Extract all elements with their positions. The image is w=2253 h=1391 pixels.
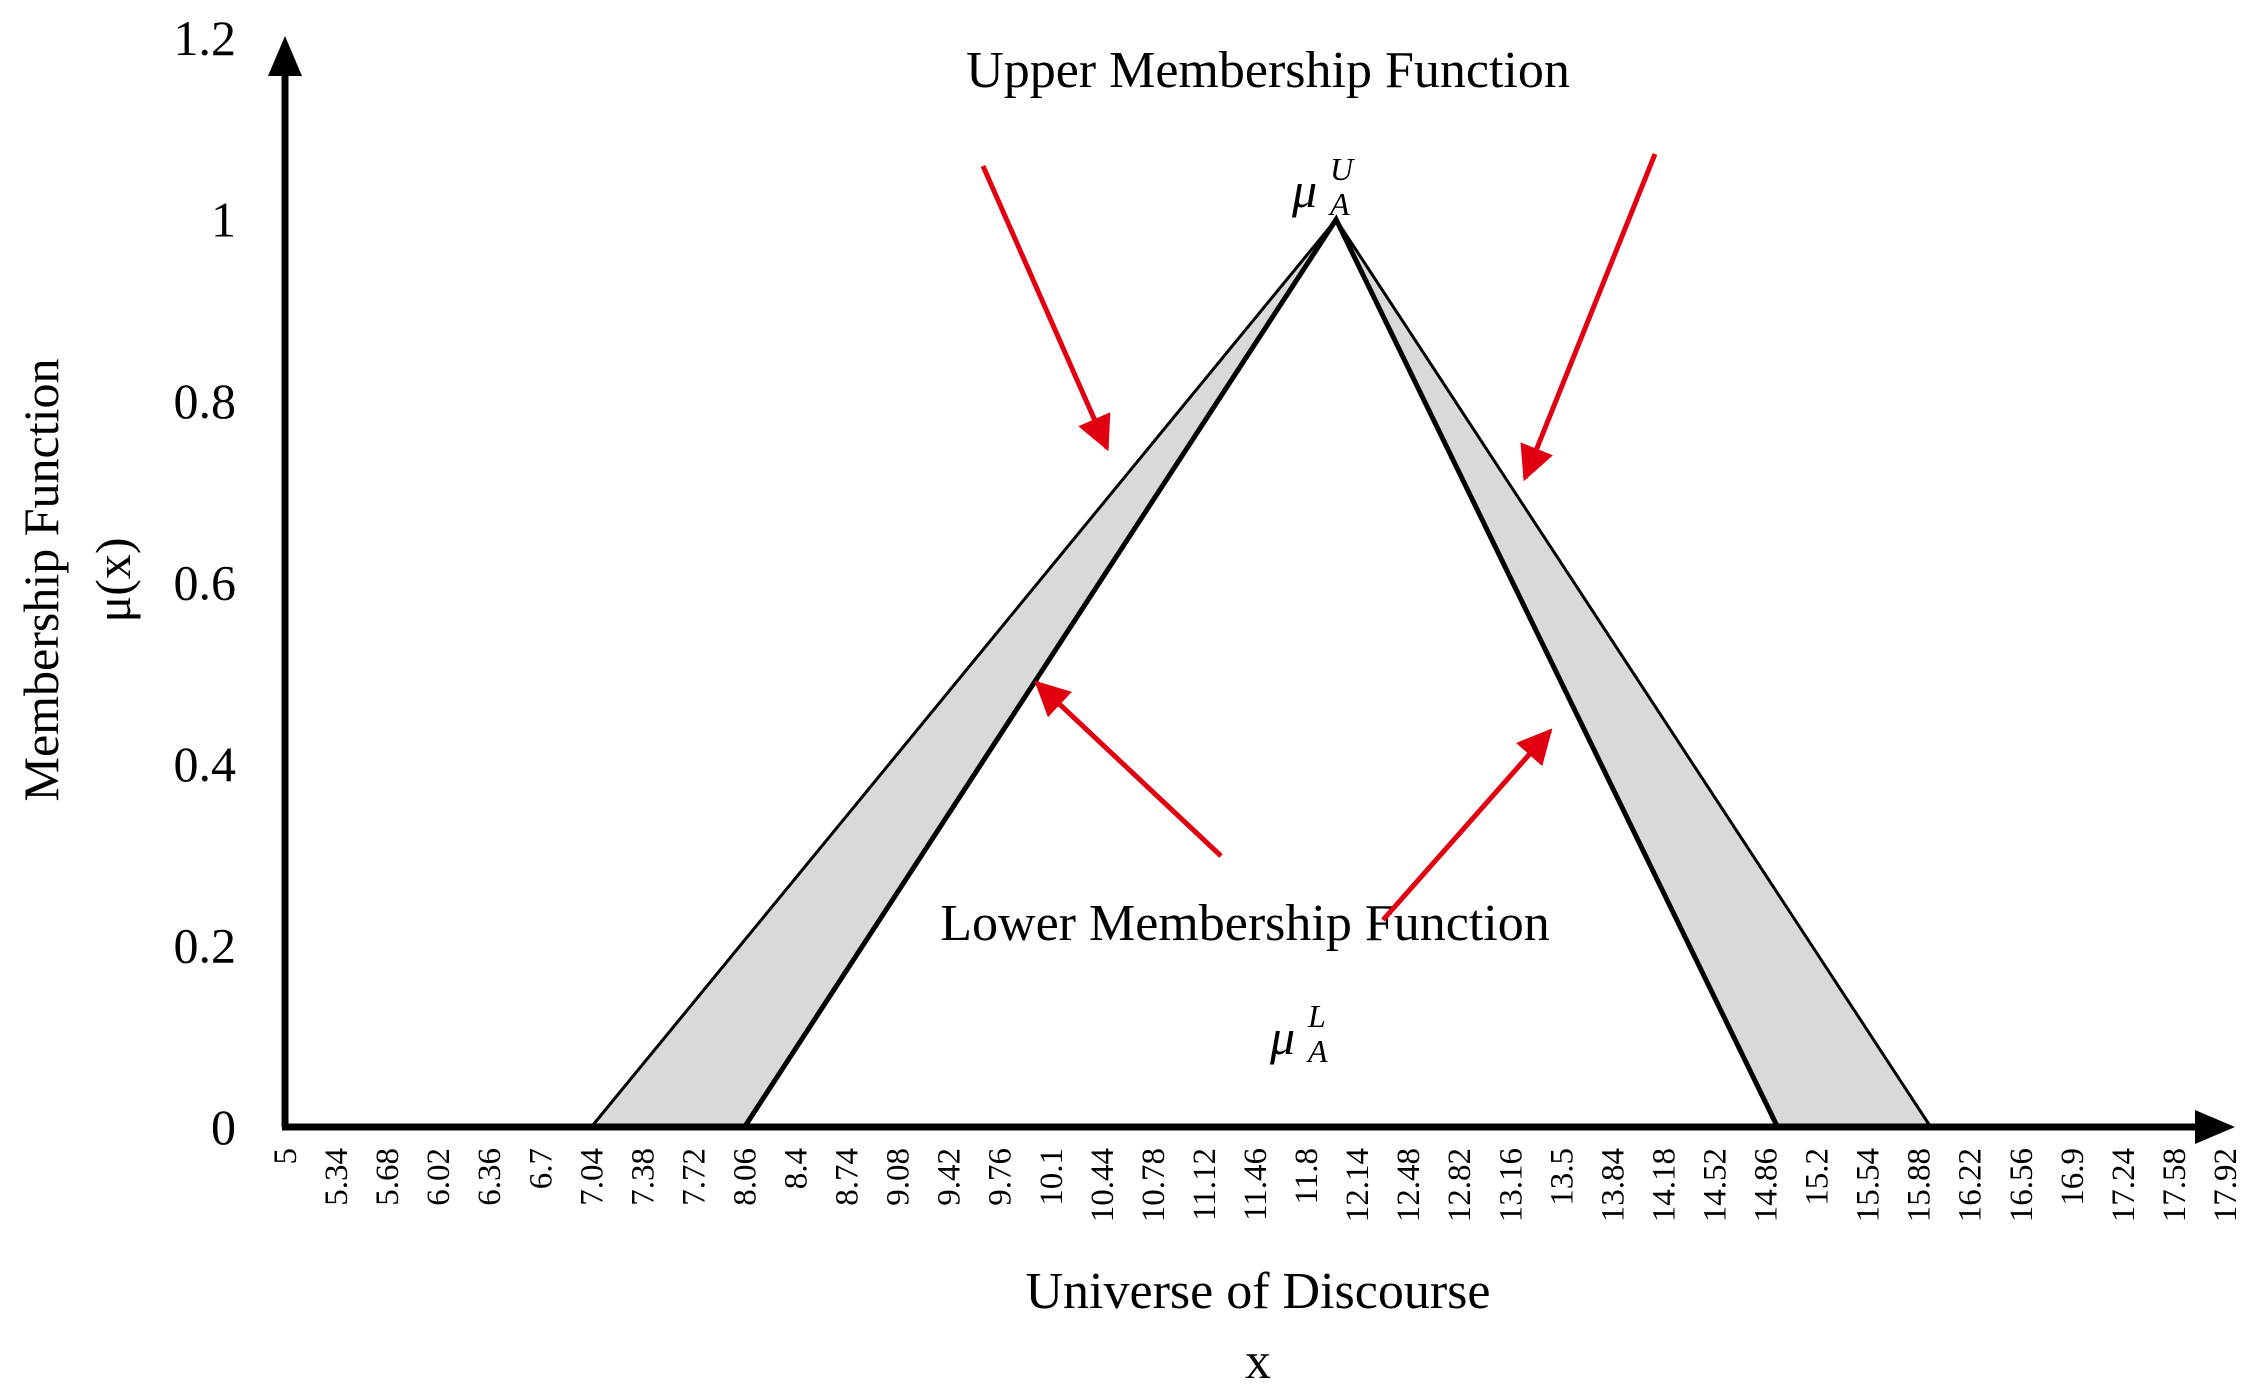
svg-text:A: A [1328, 186, 1350, 222]
y-axis-title-line-2: μ(x) [85, 537, 141, 622]
lower-membership-label: Lower Membership Function [940, 895, 1549, 952]
x-tick-label: 16.22 [1953, 1148, 1989, 1222]
x-tick-label: 13.16 [1493, 1148, 1529, 1222]
x-tick-label: 8.74 [830, 1148, 866, 1206]
y-axis-arrowhead [268, 36, 302, 76]
mu-upper-symbol: μ U A [1291, 151, 1355, 222]
arrow-to-lower-left [1034, 680, 1223, 858]
y-tick-label: 0.6 [174, 555, 237, 611]
y-tick-label: 0.4 [174, 736, 237, 792]
x-tick-label: 15.2 [1800, 1148, 1836, 1206]
x-tick-label: 15.54 [1851, 1148, 1887, 1222]
x-tick-labels: 5 5.34 5.68 6.02 6.36 6.7 7.04 7.38 7.72 8.06 8.4 8… [268, 1148, 2244, 1222]
x-tick-label: 14.18 [1646, 1148, 1682, 1222]
x-tick-label: 8.4 [779, 1148, 815, 1189]
svg-text:A: A [1306, 1033, 1328, 1069]
x-tick-label: 9.42 [932, 1148, 968, 1206]
x-tick-label: 9.76 [983, 1148, 1019, 1206]
x-tick-label: 15.88 [1902, 1148, 1938, 1222]
x-tick-label: 12.82 [1442, 1148, 1478, 1222]
x-tick-label: 6.02 [421, 1148, 457, 1206]
x-tick-label: 14.86 [1749, 1148, 1785, 1222]
mu-lower-symbol: μ L A [1269, 998, 1328, 1069]
x-axis-title-line-1: Universe of Discourse [1026, 1263, 1491, 1320]
x-tick-label: 7.38 [625, 1148, 661, 1206]
x-tick-label: 5 [268, 1148, 304, 1165]
arrow-to-upper-left [980, 164, 1111, 452]
x-tick-label: 17.24 [2106, 1148, 2142, 1222]
x-tick-label: 16.9 [2055, 1148, 2091, 1206]
y-tick-label: 1.2 [174, 10, 237, 66]
x-tick-label: 12.48 [1391, 1148, 1427, 1222]
arrow-to-upper-right [1520, 153, 1658, 482]
y-tick-label: 0.8 [174, 373, 237, 429]
x-tick-label: 10.44 [1085, 1148, 1121, 1222]
x-tick-label: 7.72 [676, 1148, 712, 1206]
y-tick-label: 0.2 [174, 918, 237, 974]
x-axis-arrowhead [2195, 1110, 2235, 1144]
x-axis-title-line-2: x [1245, 1333, 1271, 1390]
x-tick-label: 10.78 [1136, 1148, 1172, 1222]
y-tick-label: 0 [211, 1099, 236, 1155]
x-tick-label: 11.12 [1187, 1148, 1223, 1221]
lower-membership-line [742, 214, 1780, 1129]
x-tick-label: 9.08 [881, 1148, 917, 1206]
x-tick-label: 11.46 [1238, 1148, 1274, 1221]
svg-text:L: L [1307, 998, 1326, 1034]
x-tick-label: 7.04 [574, 1148, 610, 1206]
svg-text:μ: μ [1269, 1009, 1295, 1065]
svg-text:U: U [1330, 151, 1355, 187]
x-tick-label: 6.36 [472, 1148, 508, 1206]
x-tick-label: 12.14 [1340, 1148, 1376, 1222]
x-tick-label: 5.34 [319, 1148, 355, 1206]
svg-text:μ: μ [1291, 162, 1317, 218]
x-tick-label: 13.84 [1595, 1148, 1631, 1222]
y-axis-title-line-1: Membership Function [13, 358, 69, 801]
x-tick-label: 10.1 [1034, 1148, 1070, 1206]
x-tick-label: 5.68 [370, 1148, 406, 1206]
x-tick-label: 14.52 [1698, 1148, 1734, 1222]
arrow-to-lower-right [1381, 728, 1553, 922]
upper-membership-label: Upper Membership Function [966, 42, 1570, 99]
x-tick-label: 17.58 [2157, 1148, 2193, 1222]
y-tick-labels: 0 0.2 0.4 0.6 0.8 1 1.2 [174, 10, 237, 1155]
x-tick-label: 8.06 [728, 1148, 764, 1206]
x-tick-label: 6.7 [523, 1148, 559, 1189]
x-tick-label: 16.56 [2004, 1148, 2040, 1222]
x-tick-label: 17.92 [2208, 1148, 2244, 1222]
x-tick-label: 13.5 [1544, 1148, 1580, 1206]
x-tick-label: 11.8 [1289, 1148, 1325, 1205]
y-tick-label: 1 [211, 192, 236, 248]
